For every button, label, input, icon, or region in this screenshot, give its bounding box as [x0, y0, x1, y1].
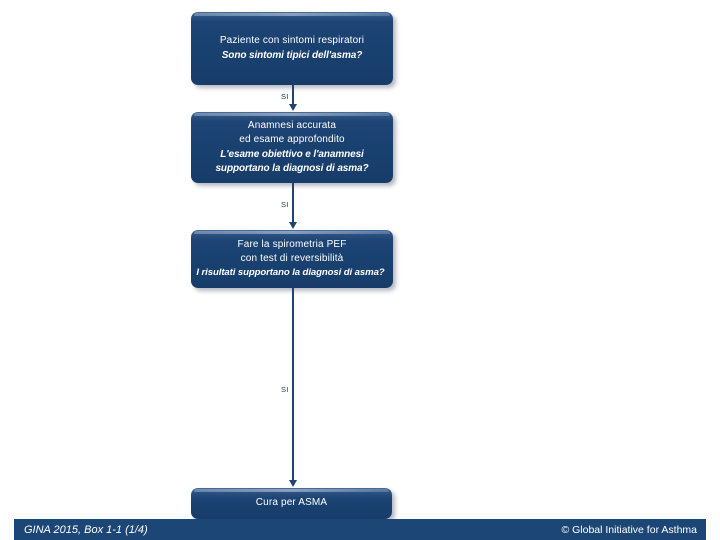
connector-stem	[292, 288, 294, 481]
box-history-line-4: supportano la diagnosi di asma?	[215, 162, 369, 174]
connector-label-si-3: SI	[281, 385, 289, 394]
flow-box-treat-asthma: Cura per ASMA	[191, 488, 392, 519]
connector-label-si-1: SI	[281, 92, 289, 101]
box-symptoms-line-1: Paziente con sintomi respiratori	[219, 35, 365, 47]
flow-box-symptoms: Paziente con sintomi respiratori Sono si…	[191, 12, 393, 85]
connector-stem	[292, 85, 294, 105]
box-symptoms-line-2: Sono sintomi tipici dell'asma?	[221, 49, 363, 61]
flow-box-spirometry: Fare la spirometria PEF con test di reve…	[191, 230, 393, 288]
connector-stem	[292, 183, 294, 223]
connector-label-si-2: SI	[281, 200, 289, 209]
footer-bar: GINA 2015, Box 1-1 (1/4) © Global Initia…	[14, 519, 706, 540]
arrowhead-down-icon	[289, 480, 297, 487]
box-history-line-3: L'esame obiettivo e l'anamnesi	[220, 148, 364, 160]
arrowhead-down-icon	[289, 104, 297, 111]
flow-box-history: Anamnesi accurata ed esame approfondito …	[191, 112, 393, 183]
box-spirometry-line-1: Fare la spirometria PEF	[237, 239, 347, 250]
box-treat-line-1: Cura per ASMA	[255, 497, 328, 509]
footer-copyright: © Global Initiative for Asthma	[561, 523, 697, 536]
box-spirometry-line-2: con test di reversibilità	[240, 253, 344, 265]
box-history-line-2: ed esame approfondito	[239, 134, 345, 146]
box-spirometry-line-3: I risultati supportano la diagnosi di as…	[196, 267, 385, 279]
arrowhead-down-icon	[289, 222, 297, 229]
box-history-line-1: Anamnesi accurata	[247, 120, 337, 132]
footer-source-citation: GINA 2015, Box 1-1 (1/4)	[24, 523, 148, 536]
